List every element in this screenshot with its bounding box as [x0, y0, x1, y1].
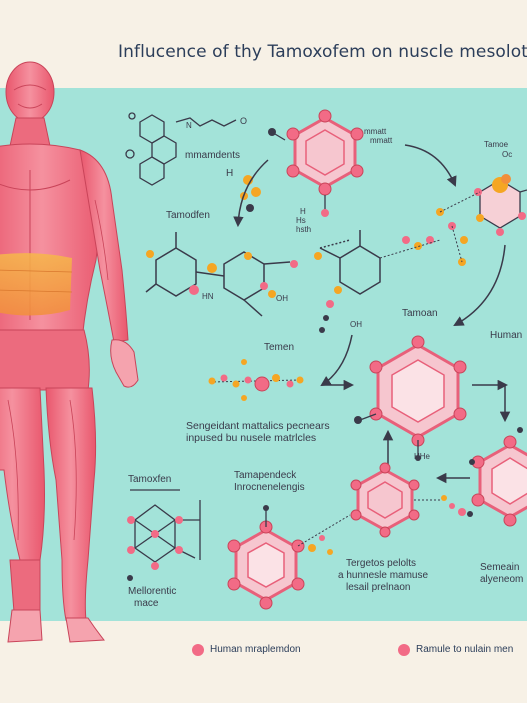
- legend-dot-1: [192, 644, 204, 656]
- label-tergetos-3: lesail prelnaon: [346, 582, 411, 593]
- right-partial-ring: [469, 427, 527, 527]
- label-hn-left: HN: [202, 292, 214, 301]
- label-tamapendeck-1: Tamapendeck: [234, 470, 297, 481]
- label-semeain-1: Semeain: [480, 562, 520, 573]
- legend-item-2: Ramule to nulain men: [416, 644, 514, 655]
- label-mid-small-b: Hs: [296, 216, 306, 225]
- bead-chain: [208, 359, 304, 401]
- label-tergetos-2: a hunnesle mamuse: [338, 570, 429, 581]
- label-tamoan: Tamoan: [402, 308, 438, 319]
- legend-item-1: Human mraplemdon: [210, 644, 301, 655]
- label-mmamdents: mmamdents: [185, 150, 241, 161]
- bottom-left-ring: [227, 505, 351, 610]
- label-melloretic-2: mace: [134, 598, 159, 609]
- label-seng-line1: Sengeidant mattalics pecnears: [186, 420, 330, 432]
- label-h-top: H: [226, 168, 234, 179]
- label-human-right: Human: [490, 330, 523, 341]
- arrow-curve-right: [453, 244, 506, 327]
- label-oh-left: OH: [276, 294, 288, 303]
- label-semeain-2: alyeneom: [480, 574, 524, 585]
- bottom-left-lattice: [130, 489, 201, 563]
- arrow-curve-left: [233, 159, 269, 228]
- svg-text:N: N: [186, 121, 192, 130]
- human-muscle-figure: [0, 61, 139, 643]
- label-temen: Temen: [264, 342, 295, 353]
- top-hexagon-molecule: [268, 109, 364, 217]
- center-ring-molecule: [354, 335, 467, 461]
- top-right-molecule: [436, 174, 527, 266]
- mid-left-node: [146, 250, 154, 258]
- svg-text:O: O: [240, 116, 247, 126]
- arrow-curve-mid: [320, 334, 353, 387]
- label-tamoxfen: Tamoxfen: [128, 474, 172, 485]
- label-melloretic-1: Mellorentic: [128, 586, 177, 597]
- label-mid-top-b: mmatt: [370, 136, 393, 145]
- label-hhe: HHe: [414, 452, 431, 461]
- label-mid-small-a: H: [300, 207, 306, 216]
- label-tamodfen: Tamodfen: [166, 210, 210, 221]
- label-mid-small-c: hsth: [296, 225, 312, 234]
- arrow-curve-top-right: [404, 144, 457, 187]
- label-tamapendeck-2: Inrocnenelengis: [234, 482, 305, 493]
- label-oh-mid: OH: [350, 320, 362, 329]
- orange-node-cluster: [240, 175, 261, 212]
- mid-center-molecule: [319, 230, 381, 295]
- bottom-center-ring: [350, 462, 473, 538]
- mid-left-molecule: [145, 232, 291, 317]
- label-top-right-b: Oc: [502, 150, 513, 159]
- legend-dot-2: [398, 644, 410, 656]
- top-left-molecule: [125, 112, 237, 186]
- label-mid-top-a: mmatt: [364, 127, 387, 136]
- label-seng-line2: inpused bu nusele matrlcles: [186, 432, 317, 444]
- label-tergetos-1: Tergetos pelolts: [346, 558, 417, 569]
- page-title: Influcence of thy Tamoxofem on nuscle me…: [118, 42, 527, 62]
- label-top-right-a: Tamoe: [484, 140, 509, 149]
